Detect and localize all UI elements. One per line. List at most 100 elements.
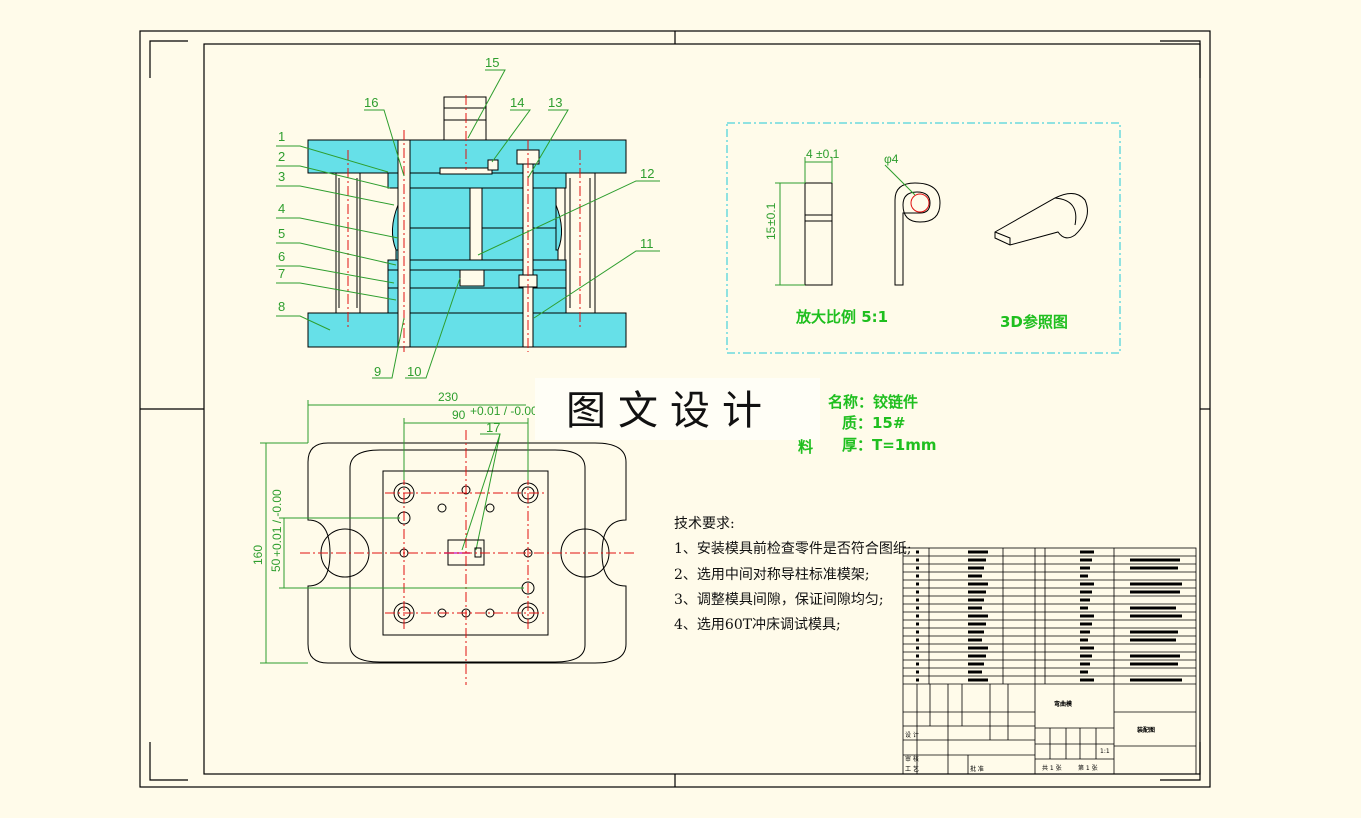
part-label-10: 10 xyxy=(407,364,421,379)
scale-note: 放大比例 5:1 xyxy=(795,308,888,326)
material-prefix: 料 xyxy=(798,438,813,456)
watermark-box xyxy=(535,378,820,440)
review-label: 审 核 xyxy=(905,755,919,763)
part-label-8: 8 xyxy=(278,299,285,314)
mold-name: 弯曲模 xyxy=(1054,700,1073,708)
part-label-14: 14 xyxy=(510,95,524,110)
inner-width-dim: 90 xyxy=(452,408,466,422)
bom-cell-text xyxy=(1080,654,1092,658)
bom-cell-text xyxy=(1080,590,1092,594)
bom-cell-index xyxy=(916,638,919,642)
bom-cell-index xyxy=(916,678,919,682)
bom-cell-text xyxy=(1080,662,1090,666)
bom-cell-text xyxy=(1130,678,1182,682)
part-label-6: 6 xyxy=(278,249,285,264)
bom-cell-text xyxy=(968,646,988,650)
part-front-view xyxy=(775,157,833,286)
tech-req-item-3: 3、调整模具间隙，保证间隙均匀; xyxy=(674,592,884,608)
design-label: 设 计 xyxy=(905,731,919,739)
bom-cell-index xyxy=(916,622,919,626)
part-thickness: 厚：T=1mm xyxy=(842,436,937,454)
part-width-tol: ±0.1 xyxy=(816,147,840,161)
bom-cell-index xyxy=(916,582,919,586)
bom-cell-text xyxy=(968,550,988,554)
tech-req-item-2: 2、选用中间对称导柱标准模架; xyxy=(674,567,870,583)
bom-cell-text xyxy=(1130,582,1182,586)
bom-cell-text xyxy=(968,598,984,602)
bom-cell-text xyxy=(1080,638,1088,642)
bom-cell-text xyxy=(968,566,984,570)
part-label-13: 13 xyxy=(548,95,562,110)
bom-cell-text xyxy=(968,670,982,674)
bom-cell-text xyxy=(1130,662,1178,666)
bom-cell-text xyxy=(1130,630,1178,634)
part-label-12: 12 xyxy=(640,166,654,181)
bom-cell-text xyxy=(968,606,982,610)
bom-cell-index xyxy=(916,654,919,658)
bom-cell-text xyxy=(968,614,988,618)
part-label-11: 11 xyxy=(640,236,654,251)
bom-cell-text xyxy=(1130,654,1180,658)
bom-cell-text xyxy=(968,558,986,562)
detail-box xyxy=(726,122,1121,354)
part-label-3: 3 xyxy=(278,169,285,184)
bom-cell-text xyxy=(968,574,982,578)
bom-cell-text xyxy=(1080,598,1090,602)
part-label-1: 1 xyxy=(278,129,285,144)
bom-cell-text xyxy=(1080,630,1090,634)
bom-cell-index xyxy=(916,558,919,562)
bom-cell-index xyxy=(916,614,919,618)
bom-cell-text xyxy=(1130,606,1176,610)
bom-cell-text xyxy=(1130,566,1178,570)
bom-cell-text xyxy=(968,630,984,634)
part-side-view xyxy=(884,164,941,286)
drawing-scale: 1:1 xyxy=(1100,748,1110,755)
bottom-plate xyxy=(307,312,627,348)
section-view xyxy=(307,95,627,352)
part-width-dim: 4 xyxy=(806,147,813,161)
bom-cell-text xyxy=(968,638,982,642)
bom-cell-text xyxy=(968,590,986,594)
bom-cell-index xyxy=(916,590,919,594)
bom-cell-index xyxy=(916,662,919,666)
bom-cell-text xyxy=(1080,670,1088,674)
corner-marks xyxy=(140,31,1210,787)
part-height-tol: ±0.1 xyxy=(764,202,778,226)
bom-cell-index xyxy=(916,670,919,674)
part-label-5: 5 xyxy=(278,226,285,241)
inner-height-tol: +0.01 / -0.00 xyxy=(270,489,284,557)
part-label-15: 15 xyxy=(485,55,499,70)
punch-holder-plate xyxy=(387,172,567,189)
bom-cell-index xyxy=(916,646,919,650)
bom-cell-text xyxy=(1080,606,1088,610)
bom-cell-text xyxy=(968,622,986,626)
inner-height-dim: 50 xyxy=(269,558,283,572)
total-height-dim: 160 xyxy=(251,545,265,565)
bom-cell-text xyxy=(1080,622,1092,626)
part-label-7: 7 xyxy=(278,266,285,281)
bom-cell-text xyxy=(968,654,986,658)
part-label-2: 2 xyxy=(278,149,285,164)
bom-cell-text xyxy=(1130,558,1180,562)
bending-punch xyxy=(469,187,483,261)
drawing-type: 装配图 xyxy=(1136,726,1155,734)
part-3d-view xyxy=(994,193,1088,246)
bom-cell-text xyxy=(968,678,988,682)
die-shank xyxy=(443,96,487,141)
plan-view xyxy=(260,400,636,685)
part-label-9: 9 xyxy=(374,364,381,379)
bom-cell-index xyxy=(916,550,919,554)
part-label-4: 4 xyxy=(278,201,285,216)
process-label: 工 艺 xyxy=(905,765,919,773)
bom-cell-text xyxy=(968,662,984,666)
bom-cell-text xyxy=(968,582,988,586)
part-material: 质：15# xyxy=(842,414,905,432)
part-name: 名称：铰链件 xyxy=(828,393,918,411)
part-height-dim: 15 xyxy=(764,226,778,240)
tech-req-item-1: 1、安装模具前检查零件是否符合图纸; xyxy=(674,540,912,557)
curl-diameter-dim: φ4 xyxy=(884,152,899,166)
part-label-17: 17 xyxy=(486,420,500,435)
bom-cell-text xyxy=(1080,678,1094,682)
bom-cell-text xyxy=(1080,558,1092,562)
